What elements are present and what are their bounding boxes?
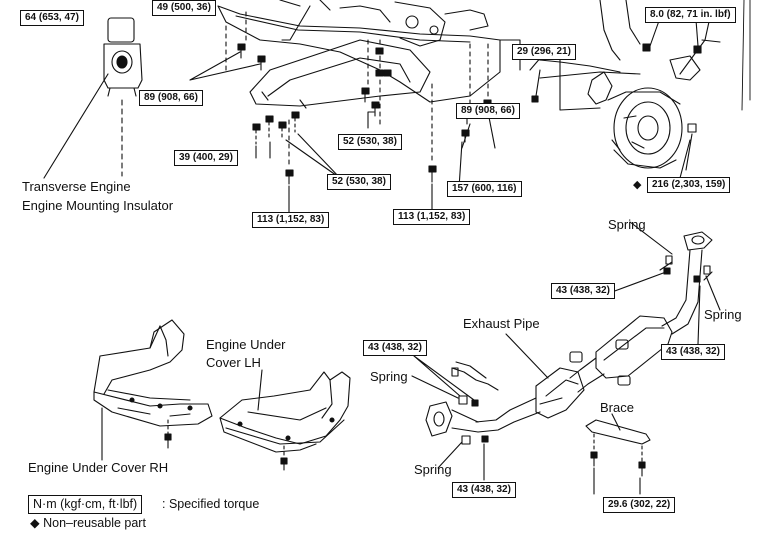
- torque-label-89-left: 89 (908, 66): [139, 90, 203, 106]
- torque-label-43-left: 43 (438, 32): [363, 340, 427, 356]
- torque-label-39: 39 (400, 29): [174, 150, 238, 166]
- legend-unit-description: : Specified torque: [162, 497, 260, 511]
- label-engine-under-cover-rh: Engine Under Cover RH: [28, 460, 169, 475]
- label-spring-right: Spring: [704, 307, 742, 322]
- torque-label-89-right: 89 (908, 66): [456, 103, 520, 119]
- leader-line: [43, 73, 109, 179]
- torque-label-113-right: 113 (1,152, 83): [393, 209, 471, 225]
- brace-drawing: [585, 419, 651, 477]
- label-engine-under-cover-lh-line1: Engine Under: [206, 337, 286, 352]
- torque-label-49: 49 (500, 36): [152, 0, 216, 16]
- label-exhaust-pipe: Exhaust Pipe: [463, 316, 540, 331]
- torque-label-29-6: 29.6 (302, 22): [603, 497, 676, 513]
- label-spring-left: Spring: [370, 369, 408, 384]
- engine-under-cover-lh-drawing: [219, 369, 351, 471]
- label-engine-under-cover-lh-line2: Cover LH: [206, 355, 261, 370]
- steering-knuckle-drawing: [529, 0, 751, 171]
- torque-label-43-upper: 43 (438, 32): [551, 283, 615, 299]
- engine-under-cover-rh-drawing: [93, 319, 213, 461]
- torque-label-157: 157 (600, 116): [447, 181, 522, 197]
- torque-label-52-lower: 52 (530, 38): [327, 174, 391, 190]
- torque-label-8: 8.0 (82, 71 in. lbf): [645, 7, 736, 23]
- label-spring-top: Spring: [608, 217, 646, 232]
- legend-unit-box: N·m (kgf·cm, ft·lbf): [28, 495, 143, 514]
- bolts-upper: [237, 39, 492, 185]
- label-brace: Brace: [600, 400, 634, 415]
- legend-nonreusable: ◆ Non–reusable part: [30, 516, 146, 530]
- torque-label-43-lower: 43 (438, 32): [452, 482, 516, 498]
- torque-label-29: 29 (296, 21): [512, 44, 576, 60]
- label-spring-bottom: Spring: [414, 462, 452, 477]
- nonreusable-marker: ◆: [633, 179, 642, 191]
- torque-label-216: 216 (2,303, 159): [647, 177, 731, 193]
- torque-leaders-bottom: [411, 221, 721, 495]
- torque-label-113-left: 113 (1,152, 83): [252, 212, 330, 228]
- engine-mounting-insulator-drawing: [103, 17, 143, 177]
- label-transverse-engine: Transverse Engine: [22, 179, 131, 194]
- torque-label-52-upper: 52 (530, 38): [338, 134, 402, 150]
- torque-label-64: 64 (653, 47): [20, 10, 84, 26]
- torque-leaders-top: [189, 5, 699, 213]
- label-engine-mounting-insulator: Engine Mounting Insulator: [22, 198, 174, 213]
- exhaust-pipe-drawing: [425, 231, 713, 445]
- torque-label-43-right: 43 (438, 32): [661, 344, 725, 360]
